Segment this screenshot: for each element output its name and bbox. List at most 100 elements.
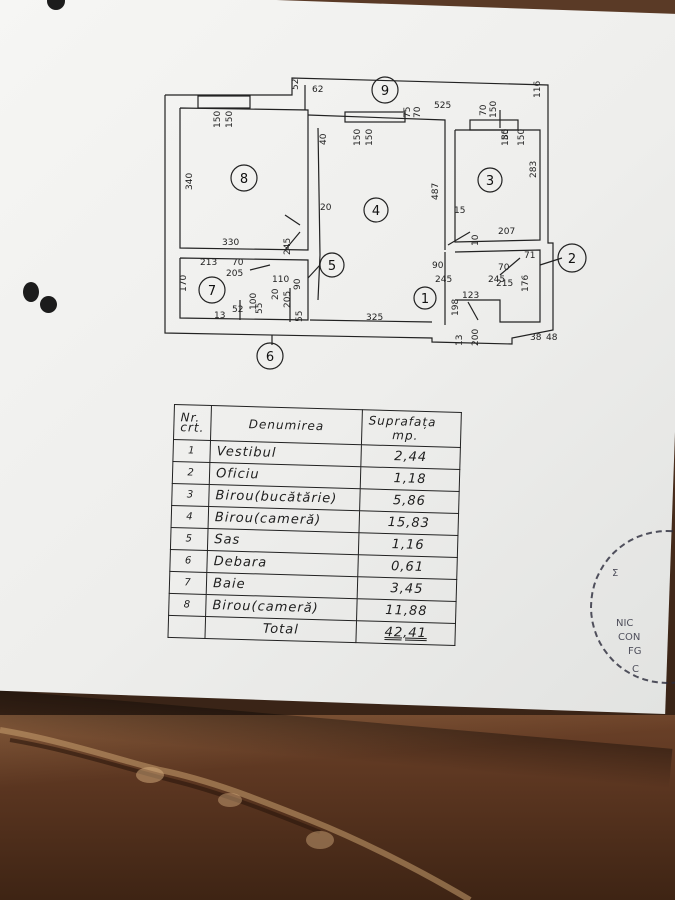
dimension-label: 52 <box>232 305 243 315</box>
header-nr: Nr. crt. <box>173 404 212 441</box>
header-area: Suprafața mp. <box>361 409 462 448</box>
leader-line <box>307 264 321 279</box>
dimension-label: 90 <box>293 278 303 290</box>
dimension-label: 487 <box>431 183 441 200</box>
dimension-label: 205 <box>283 291 293 308</box>
row-nr: 4 <box>171 505 209 529</box>
room-marker-circle <box>413 286 437 310</box>
dimension-label: 123 <box>462 291 479 301</box>
room-marker-2: 2 <box>568 252 576 267</box>
row-area: 2,44 <box>360 444 461 470</box>
door-swing <box>499 257 521 276</box>
dimension-label: 245 <box>283 238 293 255</box>
window-mark <box>344 111 406 123</box>
row-area: 1,18 <box>360 466 460 492</box>
dimension-label: 15 <box>454 206 465 216</box>
dimension-label: 70 <box>413 106 423 118</box>
plan-wall <box>307 114 446 250</box>
floor-plan: 1 2 3 4 5 6 7 8 9 52 62 116 525 150 150 … <box>164 76 587 370</box>
plan-inner-wall <box>179 107 309 251</box>
dimension-label: 150 <box>489 101 499 118</box>
row-nr: 2 <box>172 461 210 485</box>
row-area: 5,86 <box>359 488 460 514</box>
dimension-label: 150 <box>517 129 527 146</box>
room-marker-5: 5 <box>328 259 336 274</box>
dimension-label: 70 <box>479 104 489 116</box>
header-area-line2: mp. <box>392 428 419 443</box>
header-area-line1: Suprafața <box>368 413 437 430</box>
dimension-label: 55 <box>295 311 305 322</box>
dimension-label: 170 <box>179 275 189 292</box>
plan-wall <box>317 127 321 301</box>
row-area: 1,16 <box>358 532 459 558</box>
row-nr: 8 <box>168 593 207 617</box>
stamp-text: NIC <box>616 618 634 629</box>
dimension-label: 325 <box>366 313 383 323</box>
room-marker-4: 4 <box>372 204 380 219</box>
dimension-label: 340 <box>185 173 195 190</box>
row-area: 11,88 <box>356 598 457 624</box>
plan-wall <box>179 257 309 321</box>
door-swing <box>284 214 301 226</box>
dimension-label: 70 <box>232 258 244 268</box>
dimension-label: 62 <box>312 85 323 95</box>
plan-wall <box>454 249 541 323</box>
row-nr: 3 <box>171 483 210 507</box>
total-label: Total <box>205 616 357 643</box>
dimension-label: 198 <box>451 299 461 316</box>
window-mark <box>469 119 519 131</box>
header-name: Denumirea <box>210 405 363 445</box>
room-marker-circle <box>371 76 399 104</box>
stamp-text: Σ <box>612 568 619 579</box>
room-marker-circle <box>319 252 345 278</box>
row-area: 0,61 <box>357 554 458 580</box>
dimension-label: 283 <box>529 161 539 178</box>
dimension-label: 525 <box>434 101 451 111</box>
total-area: 42,41 <box>355 620 456 646</box>
row-area: 3,45 <box>357 576 457 602</box>
dimension-label: 245 <box>435 275 452 285</box>
room-marker-3: 3 <box>486 174 494 189</box>
dimension-label: 13 <box>214 311 225 321</box>
dimension-label: 100 <box>249 293 259 310</box>
punch-hole <box>47 0 65 10</box>
dimension-label: 85 <box>501 129 511 140</box>
dimension-label: 176 <box>521 275 531 292</box>
door-swing <box>249 264 271 271</box>
dimension-label: 116 <box>533 81 543 98</box>
row-nr: 7 <box>169 571 207 595</box>
punch-hole <box>40 296 57 313</box>
room-marker-6: 6 <box>266 350 274 365</box>
dimension-label: 48 <box>546 333 558 343</box>
dimension-label: 10 <box>471 234 481 246</box>
room-marker-7: 7 <box>208 284 216 299</box>
punch-hole <box>23 282 39 302</box>
room-marker-circle <box>557 243 587 273</box>
dimension-label: 110 <box>272 275 289 285</box>
room-marker-circle <box>477 167 503 193</box>
dimension-label: 40 <box>319 133 329 145</box>
row-nr: 6 <box>169 549 208 573</box>
dimension-label: 205 <box>226 269 243 279</box>
plan-outer-wall <box>164 77 554 345</box>
desk-carving <box>0 727 472 900</box>
dimension-label: 150 <box>365 129 375 146</box>
dimension-label: 150 <box>501 129 511 146</box>
room-marker-circle <box>256 342 284 370</box>
stamp-text: C <box>632 664 639 675</box>
row-area: 15,83 <box>359 510 459 536</box>
dimension-label: 213 <box>200 258 217 268</box>
door-swing <box>467 301 479 321</box>
dimension-label: 70 <box>498 263 510 273</box>
stamp-text: FG <box>628 646 642 657</box>
room-marker-circle <box>198 276 226 304</box>
room-marker-8: 8 <box>240 172 248 187</box>
row-nr: 1 <box>172 439 211 463</box>
dimension-label: 245 <box>488 275 505 285</box>
dimension-label: 52 <box>291 79 301 90</box>
row-nr: 5 <box>170 527 209 551</box>
door-swing <box>447 231 471 246</box>
dimension-label: 75 <box>403 107 413 118</box>
plan-wall <box>454 129 541 243</box>
